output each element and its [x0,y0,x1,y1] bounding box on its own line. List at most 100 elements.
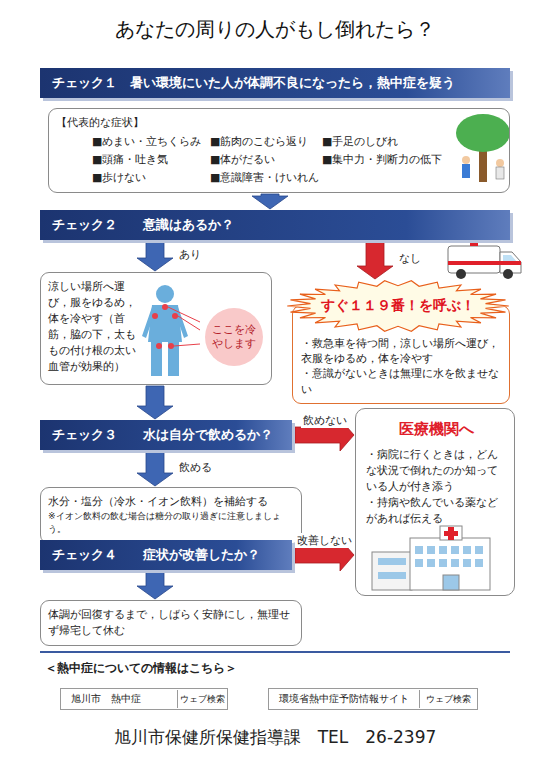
action-box: 涼しい場所へ運び，服をゆるめ，体を冷やす（首筋，脇の下，太ももの付け根の太い血管… [40,272,272,385]
list-heading: 【代表的な症状】 [56,115,502,131]
figure-leg [151,342,162,376]
node-text: 涼しい場所へ運び，服をゆるめ，体を冷やす（首筋，脇の下，太ももの付け根の太い血管… [48,279,144,375]
node-text: ・持病や飲んでいる薬などがあれば伝える [366,495,506,527]
check-band: チェック３ 水は自分で飲めるか？ [40,420,292,450]
cooling-point [168,343,174,349]
page-title: あなたの周りの人がもし倒れたら？ [0,16,550,43]
edge-label: あり [177,247,203,262]
window [475,546,483,554]
flow-arrow [137,386,173,419]
ambulance-light [470,241,478,246]
symptom-item: ■筋肉のこむら返り [210,134,322,150]
edge-label: 飲める [177,460,214,475]
hospital-building [410,538,490,590]
alert-starburst: すぐ１１９番！を呼ぶ！ [285,280,511,332]
symptom-item: ■集中力・判断力の低下 [322,152,450,168]
hospital-wing [372,552,412,590]
person-body [462,164,470,178]
node-text: ウェブ検索 [178,690,227,708]
symptom-item: ■頭痛・吐き気 [92,152,210,168]
node-text: ・救急車を待つ間，涼しい場所へ運び，衣服をゆるめ，体を冷やす [301,336,501,366]
node-text: チェック２ 意識はあるか？ [52,210,498,240]
node-text: チェック４ 症状が改善したか？ [52,540,280,570]
figure-leg [168,342,179,376]
node-text: すぐ１１９番！を呼ぶ！ [321,297,475,315]
cooling-point [172,313,178,319]
info-heading: ＜熱中症についての情報はこちら＞ [45,660,237,677]
hospital-door [443,575,459,590]
window [451,559,459,567]
node-text: ・意識がないときは無理に水を飲ませない [301,366,501,396]
flow-arrow [357,241,393,279]
footer-contact: 旭川市保健所保健指導課 TEL 26-2397 [0,726,550,749]
leader-line [174,344,200,346]
cooling-point [152,313,158,319]
search-box: 環境省熱中症予防情報サイトウェブ検索 [268,688,478,710]
edge-label: 飲めない [301,413,349,428]
symptom-item: ■手足のしびれ [322,134,450,150]
flow-arrow [137,241,173,271]
wheel [456,269,466,279]
symptom-item: ■体がだるい [210,152,322,168]
window [451,546,459,554]
node-text: 水分・塩分（冷水・イオン飲料）を補給する [48,494,294,510]
leader-line [178,316,200,330]
symptom-grid: ■めまい・立ちくらみ■筋肉のこむら返り■手足のしびれ■頭痛・吐き気■体がだるい■… [56,134,502,186]
window [463,546,471,554]
node-text: ・病院に行くときは，どんな状況で倒れたのか知っている人が付き添う [366,447,506,495]
symptom-item: ■意識障害・けいれん [210,170,322,186]
window [378,572,406,579]
cooling-point [162,304,168,310]
tree-illustration [456,114,510,182]
cooling-point [156,343,162,349]
edge-label: 改善しない [295,533,354,548]
symptom-box: 【代表的な症状】 ■めまい・立ちくらみ■筋肉のこむら返り■手足のしびれ ■頭痛・吐き… [48,108,510,193]
medical-box: 医療機関へ・病院に行くときは，どんな状況で倒れたのか知っている人が付き添う・持病… [355,408,515,596]
node-text: チェック３ 水は自分で飲めるか？ [52,420,280,450]
window [415,559,423,567]
window [427,559,435,567]
symptom-item: ■めまい・立ちくらみ [92,134,210,150]
window [415,546,423,554]
edge-label: なし [397,251,423,266]
ambulance-illustration [448,241,521,279]
window [439,559,447,567]
check-band: チェック２ 意識はあるか？ [40,210,510,240]
search-button: ウェブ検索 [419,690,477,708]
wheel [503,269,513,279]
red-cross [444,527,458,540]
divider-rule [40,651,510,653]
action-box: 体調が回復するまで，しばらく安静にし，無理せず帰宅して休む [40,600,302,646]
node-text: チェック１ 暑い環境にいた人が体調不良になったら，熱中症を疑う [52,68,498,98]
tree-crown [456,114,510,152]
flow-arrow [252,194,288,209]
window [427,546,435,554]
person-head [462,156,470,164]
person-head [496,159,504,167]
ambulance-body [448,246,500,273]
check-band: チェック１ 暑い環境にいた人が体調不良になったら，熱中症を疑う [40,68,510,98]
window [378,558,406,565]
box-heading: 医療機関へ [366,419,506,441]
figure-arms [142,307,188,338]
flow-arrow [137,571,173,599]
node-text: ここを冷やします [209,323,259,350]
window [463,559,471,567]
search-box: 旭川市 熱中症ウェブ検索 [60,688,228,710]
search-button: ウェブ検索 [177,690,227,708]
flow-arrow [137,451,173,486]
ambulance-window [503,255,517,262]
callout-bubble: ここを冷やします [205,308,263,366]
hospital-illustration [372,526,490,590]
node-text: ウェブ検索 [420,690,477,708]
window [439,546,447,554]
node-text: 体調が回復するまで，しばらく安静にし，無理せず帰宅して休む [48,607,294,639]
action-box: 水分・塩分（冷水・イオン飲料）を補給する※イオン飲料の飲む場合は糖分の取り過ぎに… [40,487,302,544]
figure-head [156,285,174,303]
hospital-windows [378,546,483,579]
symptom-item: ■歩けない [92,170,210,186]
starburst-outline [287,281,508,332]
note-text: ※イオン飲料の飲む場合は糖分の取り過ぎに注意しましょう。 [48,510,294,536]
window [475,559,483,567]
